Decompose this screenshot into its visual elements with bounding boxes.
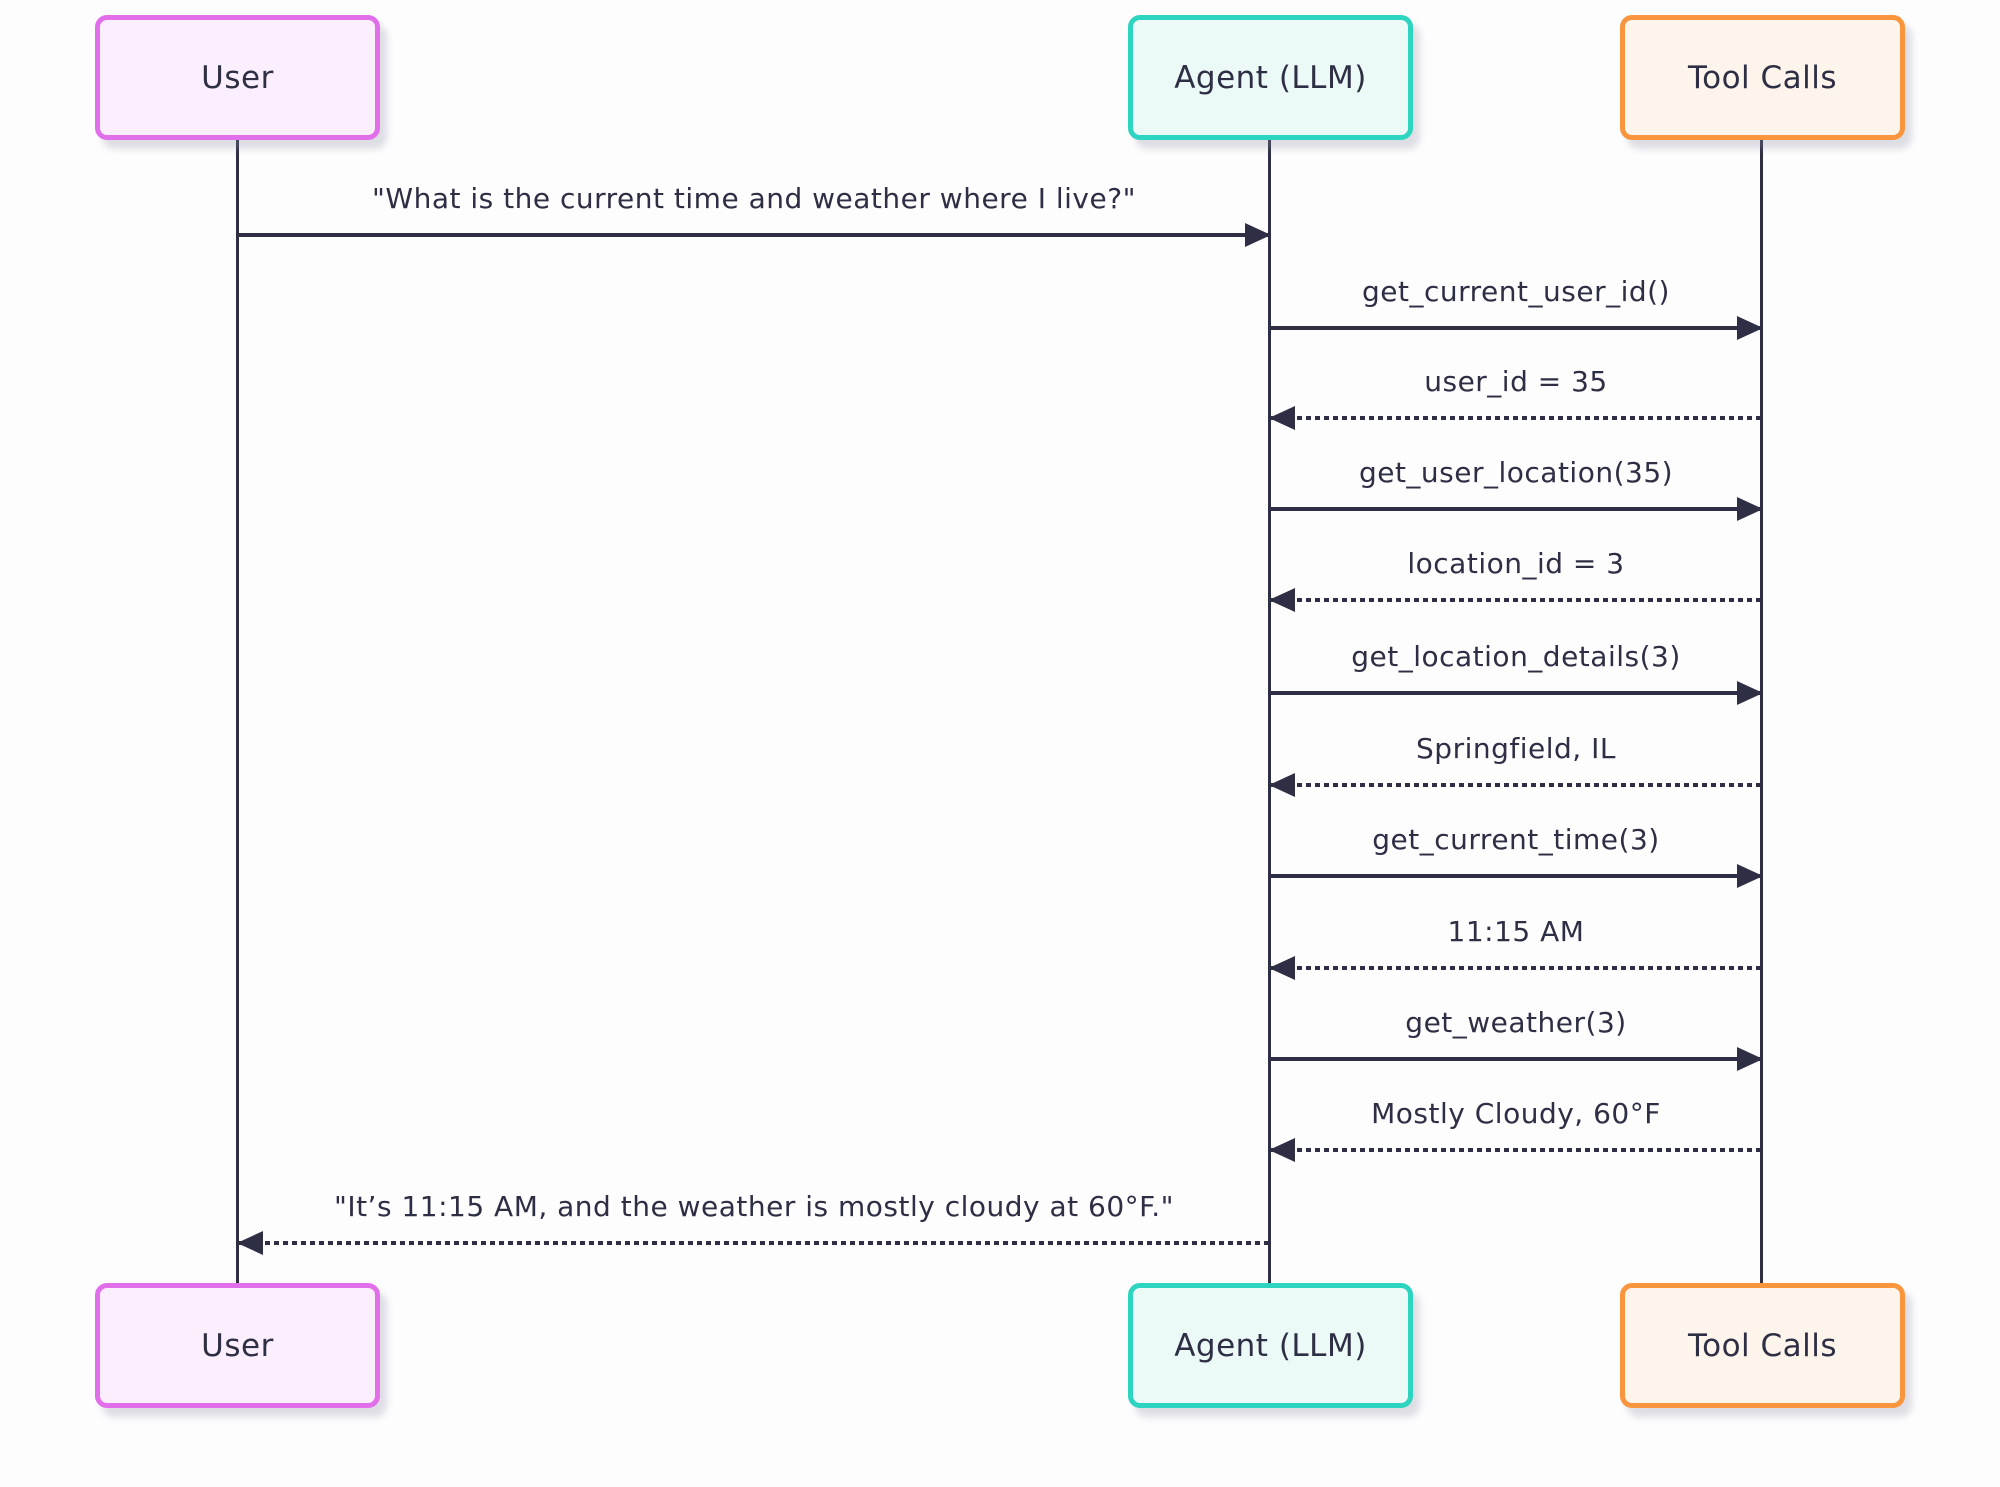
message-label: Springfield, IL	[1416, 732, 1616, 765]
actor-box-agent-bottom: Agent (LLM)	[1128, 1283, 1413, 1408]
arrowhead-left	[1269, 588, 1295, 612]
lifeline-tool	[1760, 140, 1763, 1283]
actor-label: Tool Calls	[1687, 1327, 1838, 1364]
message-user-to-agent: "What is the current time and weather wh…	[238, 182, 1271, 247]
arrowhead-right	[1737, 497, 1763, 521]
actor-label: Agent (LLM)	[1174, 59, 1367, 96]
message-agent-to-tool: get_current_time(3)	[1270, 823, 1763, 888]
actor-box-tool-bottom: Tool Calls	[1620, 1283, 1905, 1408]
arrowhead-left	[1269, 773, 1295, 797]
arrowhead-right	[1737, 316, 1763, 340]
message-line	[1270, 864, 1763, 888]
arrowhead-right	[1245, 223, 1271, 247]
message-line	[238, 223, 1271, 247]
arrowhead-left	[237, 1231, 263, 1255]
message-label: get_location_details(3)	[1351, 640, 1681, 673]
arrowhead-right	[1737, 1047, 1763, 1071]
message-line	[1270, 1047, 1763, 1071]
message-tool-to-agent: Mostly Cloudy, 60°F	[1269, 1097, 1762, 1162]
actor-label: User	[201, 59, 274, 96]
message-tool-to-agent: Springfield, IL	[1269, 732, 1762, 797]
message-line	[1270, 316, 1763, 340]
message-label: get_weather(3)	[1405, 1006, 1627, 1039]
actor-label: Tool Calls	[1687, 59, 1838, 96]
message-line	[1269, 956, 1762, 980]
message-line	[237, 1231, 1270, 1255]
message-label: user_id = 35	[1424, 365, 1608, 398]
message-label: Mostly Cloudy, 60°F	[1371, 1097, 1661, 1130]
message-label: get_user_location(35)	[1358, 456, 1674, 489]
message-label: "It’s 11:15 AM, and the weather is mostl…	[333, 1190, 1175, 1223]
message-tool-to-agent: 11:15 AM	[1269, 915, 1762, 980]
lifeline-user	[236, 140, 239, 1283]
message-tool-to-agent: location_id = 3	[1269, 547, 1762, 612]
lifeline-agent	[1268, 140, 1271, 1283]
message-line	[1270, 681, 1763, 705]
message-line	[1269, 773, 1762, 797]
message-line	[1269, 1138, 1762, 1162]
arrowhead-left	[1269, 406, 1295, 430]
message-agent-to-user: "It’s 11:15 AM, and the weather is mostl…	[237, 1190, 1270, 1255]
message-agent-to-tool: get_weather(3)	[1270, 1006, 1763, 1071]
message-label: get_current_user_id()	[1362, 275, 1670, 308]
arrowhead-right	[1737, 864, 1763, 888]
message-line	[1269, 588, 1762, 612]
message-line	[1269, 406, 1762, 430]
message-label: 11:15 AM	[1447, 915, 1585, 948]
message-agent-to-tool: get_current_user_id()	[1270, 275, 1763, 340]
message-line	[1270, 497, 1763, 521]
arrowhead-left	[1269, 956, 1295, 980]
actor-box-tool-top: Tool Calls	[1620, 15, 1905, 140]
actor-box-user-bottom: User	[95, 1283, 380, 1408]
arrowhead-left	[1269, 1138, 1295, 1162]
actor-label: User	[201, 1327, 274, 1364]
message-agent-to-tool: get_location_details(3)	[1270, 640, 1763, 705]
message-agent-to-tool: get_user_location(35)	[1270, 456, 1763, 521]
actor-label: Agent (LLM)	[1174, 1327, 1367, 1364]
message-tool-to-agent: user_id = 35	[1269, 365, 1762, 430]
message-label: "What is the current time and weather wh…	[372, 182, 1136, 215]
actor-box-user-top: User	[95, 15, 380, 140]
message-label: location_id = 3	[1407, 547, 1625, 580]
arrowhead-right	[1737, 681, 1763, 705]
actor-box-agent-top: Agent (LLM)	[1128, 15, 1413, 140]
message-label: get_current_time(3)	[1372, 823, 1660, 856]
